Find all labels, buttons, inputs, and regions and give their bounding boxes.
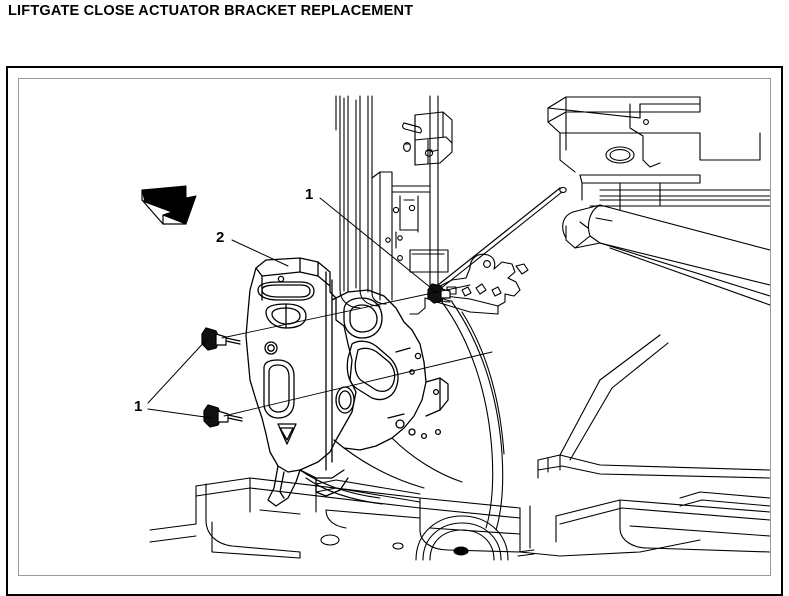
page-title: LIFTGATE CLOSE ACTUATOR BRACKET REPLACEM… [8, 3, 414, 19]
figure-inner-frame [18, 78, 771, 576]
figure-page: LIFTGATE CLOSE ACTUATOR BRACKET REPLACEM… [6, 3, 783, 596]
